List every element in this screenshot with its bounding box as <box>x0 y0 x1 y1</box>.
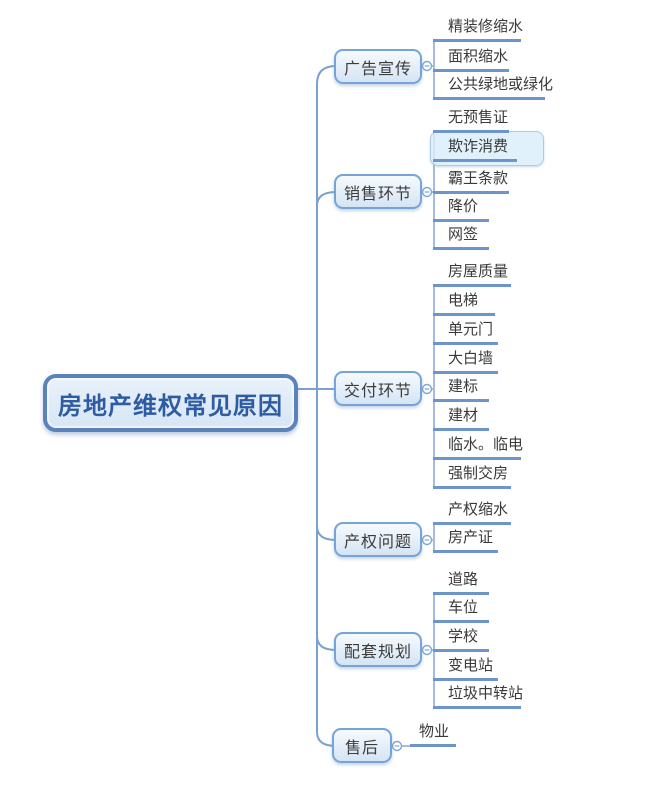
leaf-topic[interactable]: 公共绿地或绿化 <box>433 74 553 100</box>
collapse-toggle-icon[interactable] <box>421 383 433 395</box>
leaf-topic[interactable]: 霸王条款 <box>433 168 509 194</box>
leaf-topic[interactable]: 道路 <box>433 569 489 595</box>
branch-topic-advertising[interactable]: 广告宣传 <box>334 49 422 84</box>
collapse-toggle-icon[interactable] <box>391 740 403 752</box>
leaf-topic[interactable]: 建材 <box>433 405 489 431</box>
root-topic[interactable]: 房地产维权常见原因 <box>43 374 298 432</box>
leaf-topic[interactable]: 网签 <box>433 224 489 250</box>
branch-topic-property[interactable]: 产权问题 <box>334 522 422 557</box>
leaf-topic[interactable]: 建标 <box>433 376 489 402</box>
leaf-topic[interactable]: 强制交房 <box>433 463 511 489</box>
leaf-topic[interactable]: 降价 <box>433 196 489 222</box>
leaf-topic[interactable]: 车位 <box>433 597 489 623</box>
leaf-topic[interactable]: 临水。临电 <box>433 434 523 460</box>
leaf-topic-selected[interactable]: 欺诈消费 <box>433 136 517 162</box>
branch-topic-aftersales[interactable]: 售后 <box>332 728 392 763</box>
leaf-topic[interactable]: 物业 <box>410 721 456 747</box>
collapse-toggle-icon[interactable] <box>421 60 433 72</box>
collapse-toggle-icon[interactable] <box>421 534 433 546</box>
leaf-topic[interactable]: 精装修缩水 <box>433 16 523 42</box>
leaf-topic[interactable]: 单元门 <box>433 319 498 345</box>
branch-topic-planning[interactable]: 配套规划 <box>334 632 422 667</box>
leaf-topic[interactable]: 面积缩水 <box>433 46 509 72</box>
leaf-topic[interactable]: 无预售证 <box>433 107 509 133</box>
leaf-topic[interactable]: 变电站 <box>433 655 498 681</box>
branch-topic-delivery[interactable]: 交付环节 <box>334 371 422 406</box>
leaf-topic[interactable]: 垃圾中转站 <box>433 683 523 709</box>
connector-branch-elbows <box>316 65 337 747</box>
leaf-topic[interactable]: 房屋质量 <box>433 261 511 287</box>
collapse-toggle-icon[interactable] <box>421 186 433 198</box>
branch-topic-sales[interactable]: 销售环节 <box>334 174 422 209</box>
leaf-topic[interactable]: 电梯 <box>433 290 495 316</box>
leaf-topic[interactable]: 房产证 <box>433 527 498 553</box>
leaf-topic[interactable]: 学校 <box>433 626 489 652</box>
leaf-topic[interactable]: 产权缩水 <box>433 499 511 525</box>
collapse-toggle-icon[interactable] <box>421 644 433 656</box>
leaf-topic[interactable]: 大白墙 <box>433 348 498 374</box>
